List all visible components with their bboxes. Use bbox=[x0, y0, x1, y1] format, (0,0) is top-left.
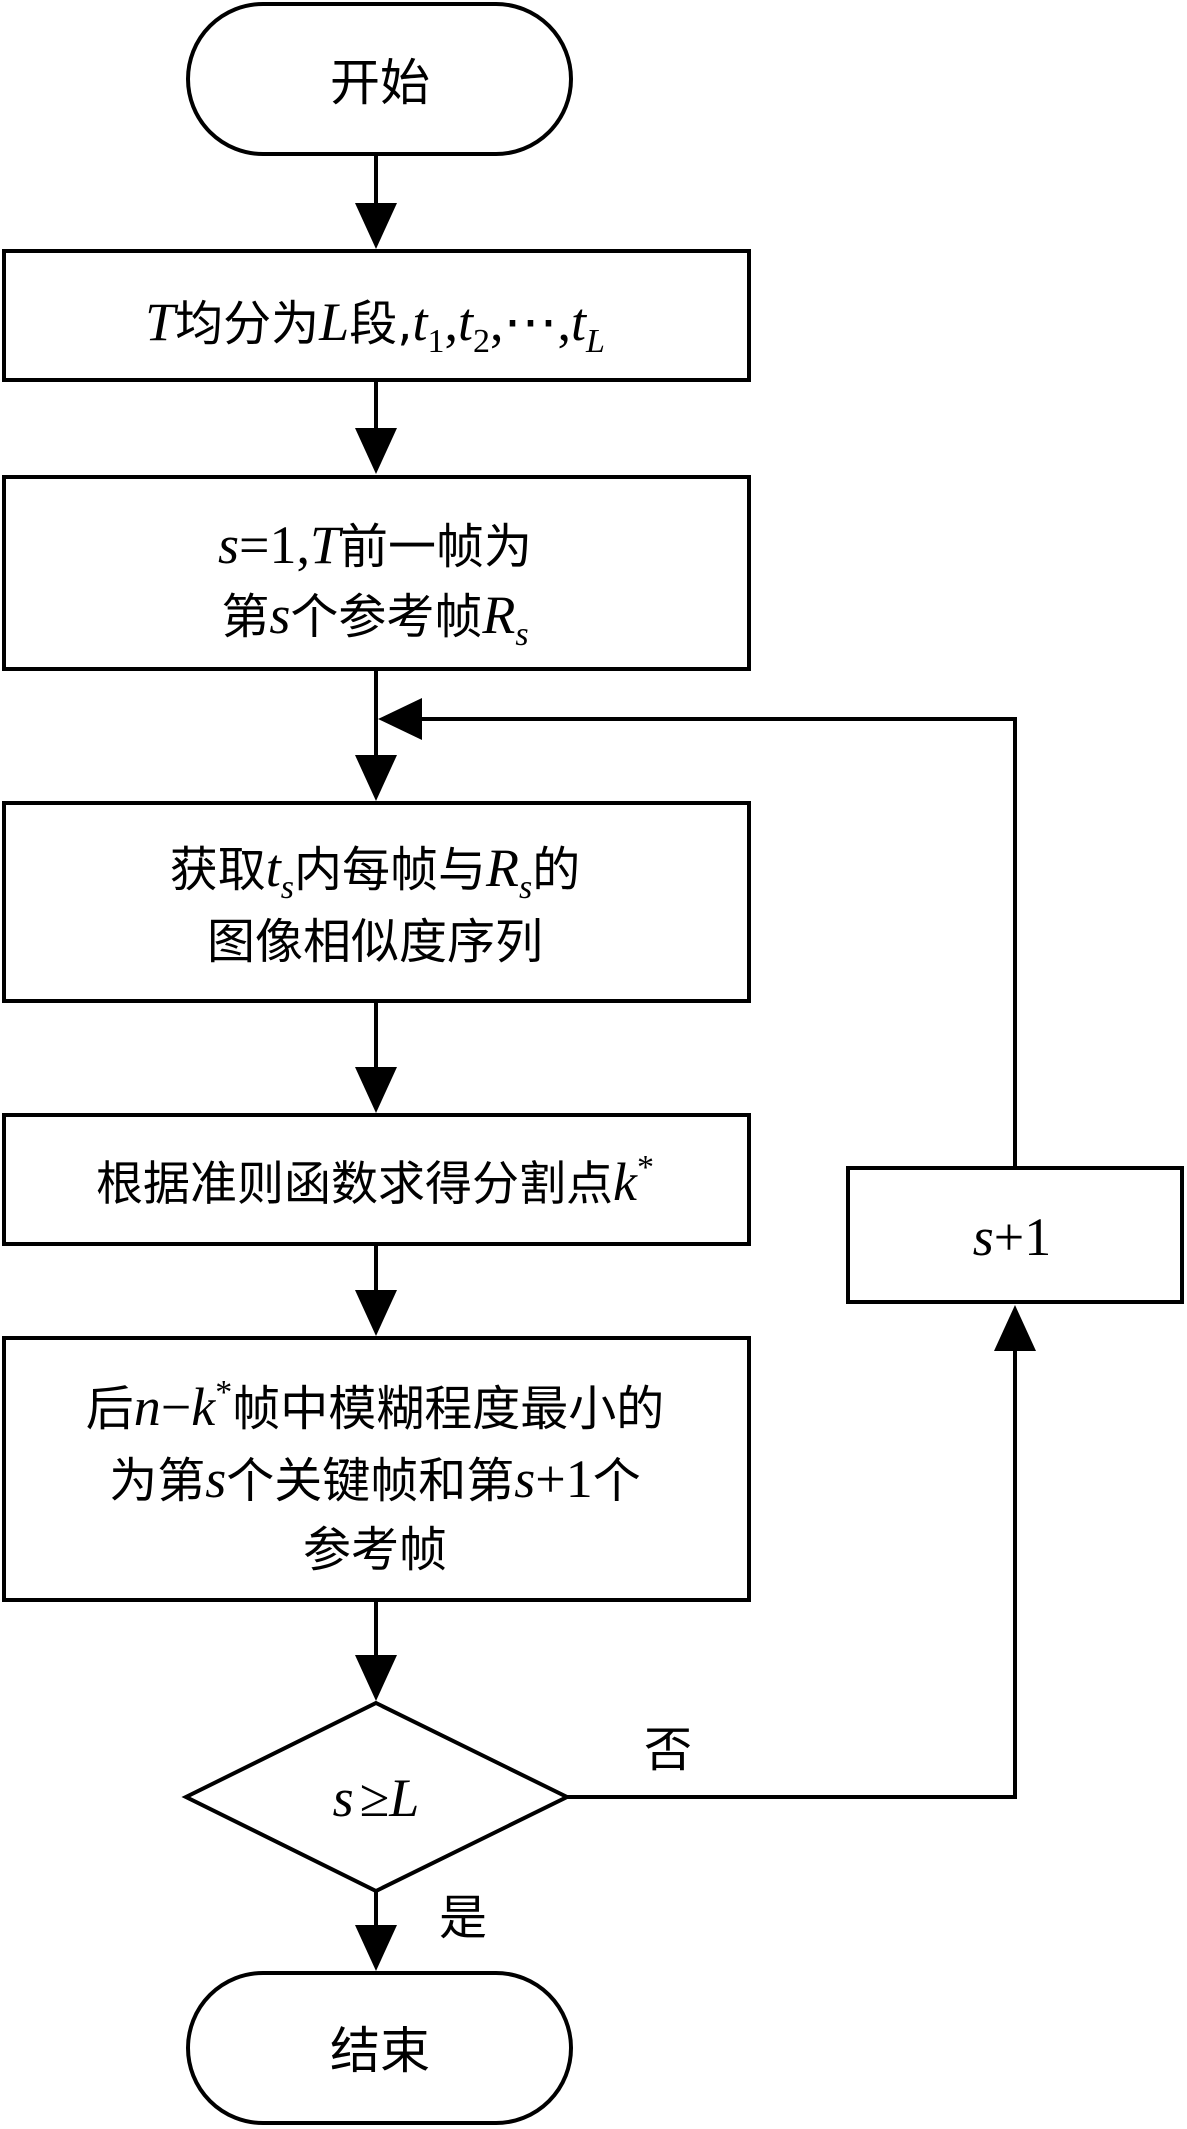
keyframe-label-3: 为第 bbox=[109, 1453, 205, 1509]
similarity-label-2: 内每帧与 bbox=[294, 842, 486, 898]
keyframe-s2: s bbox=[514, 1449, 535, 1509]
keyframe-label-5: 个 bbox=[593, 1453, 641, 1509]
increment-plus-one: +1 bbox=[994, 1207, 1051, 1267]
arrowhead-decision bbox=[355, 1655, 397, 1701]
decision-diamond: s≥L bbox=[181, 1700, 572, 1894]
segment-T: T bbox=[145, 292, 179, 352]
similarity-R: R bbox=[485, 838, 519, 898]
similarity-t-sub: s bbox=[281, 869, 294, 906]
keyframe-k: k bbox=[191, 1377, 216, 1437]
split-k-sup: * bbox=[637, 1149, 654, 1186]
similarity-label-1: 获取 bbox=[170, 842, 266, 898]
increment-s: s bbox=[973, 1207, 994, 1267]
split-text: 根据准则函数求得分割点k* bbox=[96, 1149, 654, 1212]
end-label: 结束 bbox=[330, 2022, 430, 2080]
keyframe-label-4: 个关键帧和第 bbox=[226, 1453, 514, 1509]
no-branch-arrowhead bbox=[994, 1305, 1036, 1351]
init-eq: =1, bbox=[239, 515, 310, 575]
segment-sub-1: 1 bbox=[427, 323, 444, 360]
keyframe-box: 后n−k*帧中模糊程度最小的 为第s个关键帧和第s+1个 参考帧 bbox=[2, 1336, 751, 1602]
yes-label: 是 bbox=[439, 1890, 487, 1946]
keyframe-line-3: 参考帧 bbox=[303, 1522, 447, 1578]
segment-t1: t bbox=[412, 292, 429, 352]
segment-text: T均分为L段,t1,t2,⋯,tL bbox=[145, 292, 605, 360]
loop-back-arrowhead bbox=[378, 698, 422, 740]
decision-geq: ≥ bbox=[360, 1768, 390, 1828]
increment-text: s+1 bbox=[973, 1207, 1051, 1267]
keyframe-s: s bbox=[205, 1449, 226, 1509]
start-terminal: 开始 bbox=[186, 2, 573, 156]
arrowhead-end bbox=[355, 1925, 397, 1971]
keyframe-label-2: 帧中模糊程度最小的 bbox=[232, 1381, 664, 1437]
keyframe-k-sup: * bbox=[215, 1374, 232, 1411]
start-label: 开始 bbox=[330, 54, 430, 112]
segment-t2: t bbox=[458, 292, 475, 352]
segment-comma: , bbox=[444, 292, 458, 352]
segment-L: L bbox=[318, 292, 349, 352]
init-line-2: 第s个参考帧Rs bbox=[221, 585, 528, 653]
split-box: 根据准则函数求得分割点k* bbox=[2, 1113, 751, 1246]
split-k: k bbox=[613, 1152, 638, 1212]
decision-text: s≥L bbox=[333, 1768, 420, 1828]
decision-L: L bbox=[388, 1768, 419, 1828]
arrowhead-similarity bbox=[355, 755, 397, 801]
segment-label-2: 段, bbox=[349, 296, 412, 352]
arrowhead-keyframe bbox=[355, 1290, 397, 1336]
increment-box: s+1 bbox=[846, 1166, 1184, 1304]
keyframe-n: n bbox=[134, 1377, 161, 1437]
segment-tL: t bbox=[571, 292, 588, 352]
similarity-line-1: 获取ts内每帧与Rs的 bbox=[170, 838, 581, 906]
keyframe-label-1: 后 bbox=[86, 1381, 134, 1437]
segment-sub-L: L bbox=[585, 323, 605, 360]
init-label-2: 第 bbox=[221, 589, 269, 645]
init-R: R bbox=[481, 585, 515, 645]
keyframe-line-1: 后n−k*帧中模糊程度最小的 bbox=[86, 1374, 664, 1437]
end-terminal: 结束 bbox=[186, 1971, 573, 2125]
segment-label-1: 均分为 bbox=[175, 296, 319, 352]
similarity-box: 获取ts内每帧与Rs的 图像相似度序列 bbox=[2, 801, 751, 1003]
init-line-1: s=1,T前一帧为 bbox=[218, 515, 532, 575]
keyframe-plus-one: +1 bbox=[535, 1449, 592, 1509]
no-branch-line bbox=[567, 1351, 1017, 1799]
init-label-3: 个参考帧 bbox=[290, 589, 482, 645]
segment-box: T均分为L段,t1,t2,⋯,tL bbox=[2, 249, 751, 382]
no-label: 否 bbox=[644, 1722, 692, 1778]
split-label: 根据准则函数求得分割点 bbox=[96, 1157, 613, 1212]
loop-back-line bbox=[422, 717, 1017, 1168]
similarity-t: t bbox=[266, 838, 283, 898]
init-T: T bbox=[310, 515, 344, 575]
segment-sub-2: 2 bbox=[473, 323, 490, 360]
decision-s: s bbox=[333, 1768, 354, 1828]
similarity-label-3: 的 bbox=[532, 842, 580, 898]
arrowhead-split bbox=[355, 1067, 397, 1113]
segment-ellipsis: ,⋯, bbox=[490, 292, 571, 352]
init-box: s=1,T前一帧为 第s个参考帧Rs bbox=[2, 475, 751, 671]
keyframe-line-2: 为第s个关键帧和第s+1个 bbox=[109, 1449, 641, 1509]
arrowhead-init bbox=[355, 428, 397, 474]
init-R-sub: s bbox=[515, 616, 528, 653]
init-s: s bbox=[218, 515, 239, 575]
init-s2: s bbox=[269, 585, 290, 645]
init-label-1: 前一帧为 bbox=[340, 519, 532, 575]
keyframe-minus: − bbox=[161, 1377, 191, 1437]
arrowhead-segment bbox=[355, 203, 397, 249]
similarity-R-sub: s bbox=[519, 869, 532, 906]
similarity-line-2: 图像相似度序列 bbox=[207, 914, 543, 970]
